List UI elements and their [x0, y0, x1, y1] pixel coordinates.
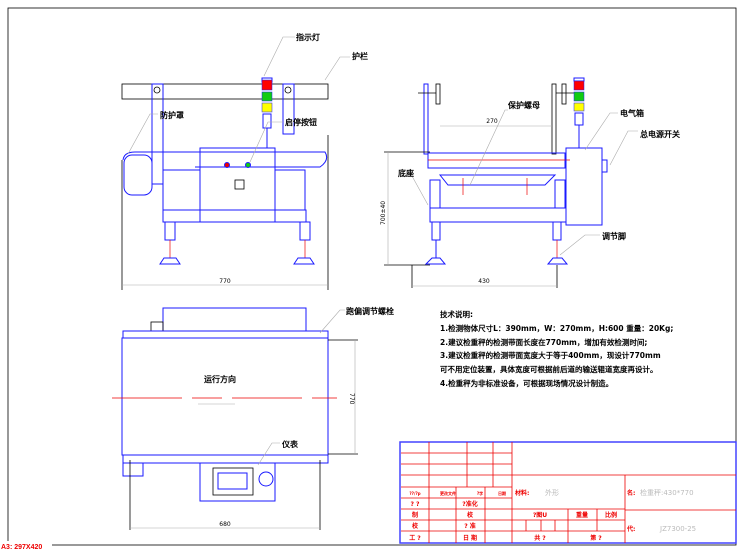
- label-adjusting-foot: 调节脚: [602, 231, 626, 241]
- tb-cell: 重量: [576, 511, 588, 519]
- tb-cell: ? ?: [410, 501, 420, 508]
- front-view: 770: [121, 36, 350, 290]
- label-instrument: 仪表: [281, 439, 299, 449]
- rev-header: ?字: [477, 490, 483, 496]
- tb-cell: 比例: [605, 511, 617, 519]
- top-view: 770 680: [112, 307, 358, 530]
- rev-header: 更改文件: [440, 490, 456, 496]
- material-label: 材料:: [514, 489, 529, 497]
- material-value: 外形: [545, 488, 559, 497]
- tb-cell: 第 ?: [589, 534, 602, 542]
- sheet-size-backdrop: [0, 541, 52, 551]
- tb-cell: ?准化: [462, 500, 477, 508]
- note-line: 3.建议检重秤的检测带面宽度大于等于400mm，现设计770mm: [440, 350, 661, 360]
- tb-cell: 校: [467, 511, 474, 519]
- label-main-power-switch: 总电源开关: [640, 129, 680, 139]
- signal-tower: [261, 77, 273, 148]
- dim-height: 700±40: [380, 201, 387, 225]
- tb-cell: 制: [412, 511, 418, 519]
- note-line: 4.检重秤为非标准设备，可根据现场情况设计制造。: [440, 378, 613, 388]
- drawing-border: [7, 7, 737, 546]
- instrument-box: [199, 462, 276, 502]
- notes-title: 技术说明:: [440, 309, 473, 319]
- code-label: 代:: [626, 525, 635, 533]
- label-protective-cover: 防护罩: [160, 110, 184, 120]
- code-value: JZ7300-25: [659, 525, 696, 533]
- dim-front-width: 770: [219, 278, 231, 285]
- dim-side-width: 430: [478, 278, 490, 285]
- label-start-stop-button: 启停按钮: [285, 117, 317, 127]
- note-line: 1.检测物体尺寸L：390mm，W：270mm，H:600 重量：20Kg;: [440, 323, 673, 333]
- rev-header: ??/?p: [409, 491, 420, 496]
- name-label: 名:: [627, 489, 635, 497]
- control-box: [199, 147, 276, 223]
- name-value: 检重秤:430*770: [640, 488, 694, 497]
- label-indicator-light: 指示灯: [296, 32, 320, 42]
- label-base: 底座: [397, 168, 414, 178]
- label-electrical-box: 电气箱: [620, 108, 644, 118]
- label-deviation-bolt: 跑偏调节螺栓: [346, 306, 394, 316]
- protective-cover-shape: [123, 154, 153, 196]
- label-running-direction: 运行方向: [204, 374, 236, 384]
- tb-cell: ? 准: [464, 522, 476, 530]
- side-view: 270 700±40 430: [380, 77, 638, 288]
- tb-cell: ?图U: [533, 511, 547, 519]
- guardrail-bar: [121, 83, 329, 100]
- tb-cell: 工 ?: [409, 535, 421, 542]
- label-protection-nut: 保护螺母: [507, 100, 540, 110]
- rev-header: 日期: [498, 490, 506, 496]
- note-line: 2.建议检重秤的检测带面长度在770mm，增加有效检测时间;: [440, 337, 647, 347]
- electrical-box-shape: [565, 147, 603, 226]
- sheet-size: A3: 297X420: [1, 544, 42, 551]
- tb-cell: 日 期: [463, 534, 477, 542]
- tb-cell: 校: [412, 522, 419, 530]
- tb-cell: 共 ?: [534, 534, 546, 542]
- label-guardrail: 护栏: [352, 51, 368, 61]
- dim-foot-span: 680: [219, 521, 231, 528]
- dim-top-width: 770: [348, 393, 355, 405]
- note-line: 可不用定位装置，具体宽度可根据前后道的输送辊道宽度再设计。: [440, 364, 658, 374]
- technical-notes: 技术说明: 1.检测物体尺寸L：390mm，W：270mm，H:600 重量：2…: [440, 309, 673, 388]
- title-block: ??/?p 更改文件 ?字 日期 材料: 外形 名: 检重秤:430*770 代…: [399, 441, 737, 544]
- signal-tower-side: [573, 77, 585, 148]
- dim-band-width: 270: [486, 118, 498, 125]
